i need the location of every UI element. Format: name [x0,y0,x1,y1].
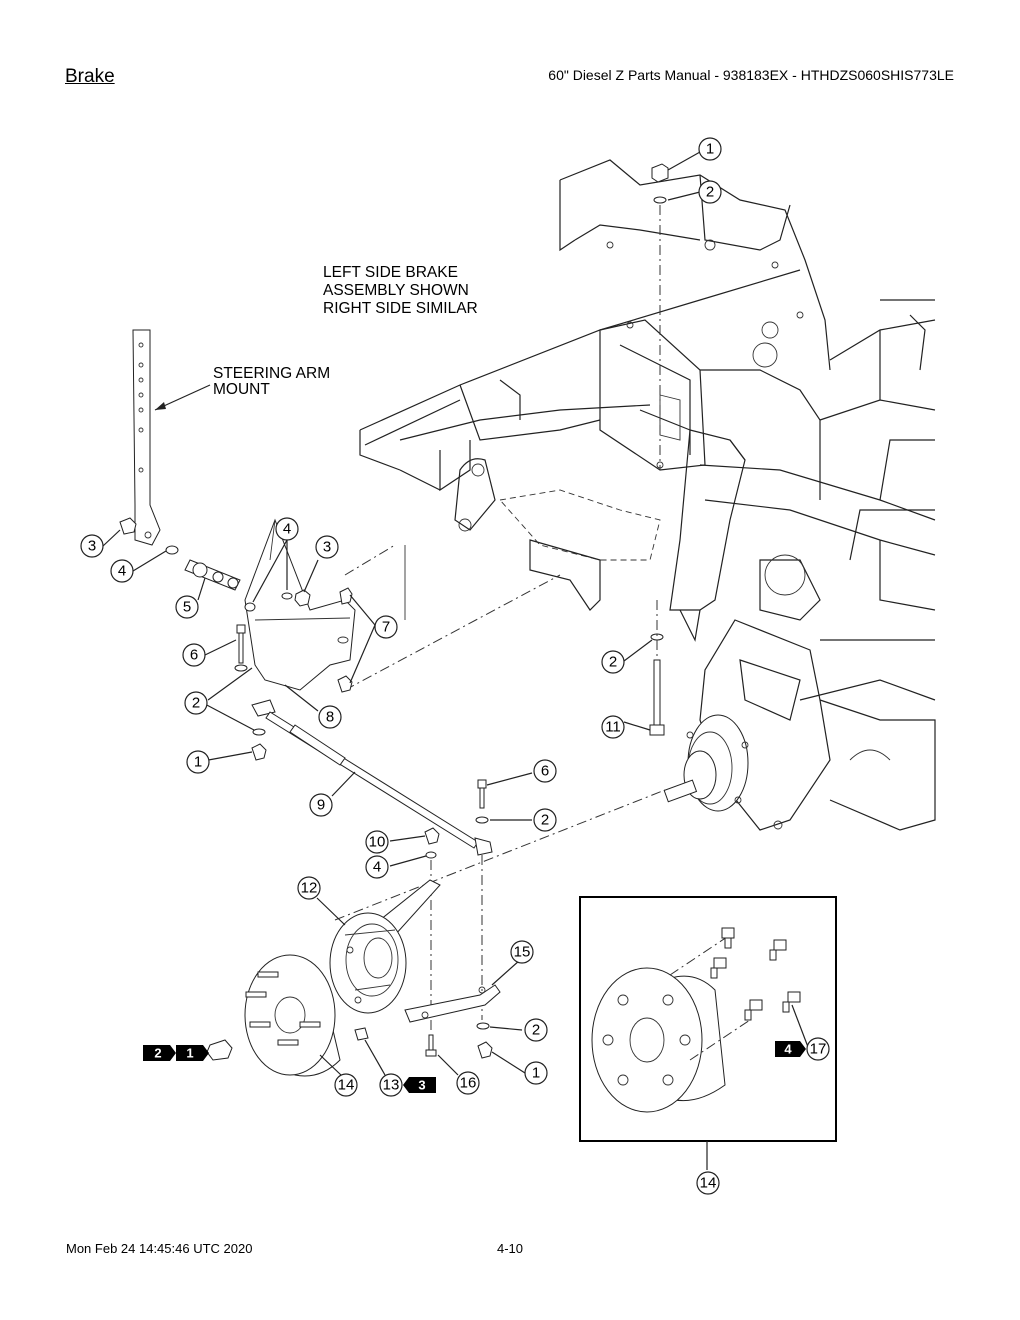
wheel-motor [663,619,936,831]
callout-1-top: 1 [698,137,722,161]
svg-text:6: 6 [190,647,198,664]
callout-17: 17 [806,1037,830,1061]
callout-13: 13 [379,1073,403,1097]
callout-2-right: 2 [533,808,557,832]
callout-leaders [102,151,809,1170]
callout-14-detail: 14 [696,1171,720,1195]
brake-drum [206,954,341,1077]
steering-arm-mount [132,329,161,546]
drum-detail-inset [579,896,837,1142]
svg-text:4: 4 [784,1042,792,1057]
manual-title: 60" Diesel Z Parts Manual - 938183EX - H… [548,67,954,83]
svg-text:6: 6 [541,763,549,780]
hardware [119,163,669,1059]
callout-12: 12 [297,876,321,900]
tag-2: 2 [143,1045,176,1061]
svg-text:2: 2 [609,654,617,671]
svg-text:4: 4 [118,563,126,580]
footer-timestamp: Mon Feb 24 14:45:46 UTC 2020 [66,1241,253,1256]
callout-10: 10 [365,830,389,854]
svg-text:1: 1 [194,754,202,771]
callout-2-bottom: 2 [524,1018,548,1042]
callout-7: 7 [374,615,398,639]
callout-4-left: 4 [110,559,134,583]
svg-text:2: 2 [532,1022,540,1039]
chassis-frame [359,159,936,701]
callout-4-bracket: 4 [275,517,299,541]
callout-16: 16 [456,1071,480,1095]
brake-arm [404,984,501,1023]
callouts: 1 2 3 4 5 4 3 7 6 2 2 8 11 1 6 9 2 10 4 … [80,137,830,1195]
callout-6-left: 6 [182,643,206,667]
note-left-side-line1: LEFT SIDE BRAKE [323,264,458,281]
callout-4-arm: 4 [365,855,389,879]
svg-text:5: 5 [183,599,191,616]
svg-text:13: 13 [383,1077,400,1094]
svg-text:4: 4 [373,859,381,876]
svg-text:9: 9 [317,797,325,814]
svg-text:2: 2 [706,184,714,201]
note-steering-line1: STEERING ARM [213,365,330,382]
tag-3: 3 [403,1077,436,1093]
svg-text:2: 2 [541,812,549,829]
svg-text:8: 8 [326,709,334,726]
page-title: Brake [65,66,115,87]
note-left-side-line2: ASSEMBLY SHOWN [323,282,469,299]
callout-1-bottom: 1 [524,1061,548,1085]
callout-14-main: 14 [334,1073,358,1097]
svg-text:11: 11 [605,719,621,736]
svg-text:14: 14 [700,1175,717,1192]
svg-text:3: 3 [418,1078,425,1093]
svg-text:7: 7 [382,619,390,636]
svg-text:3: 3 [88,538,96,555]
brake-bracket [244,518,561,691]
callout-2-top: 2 [698,180,722,204]
callout-3-left: 3 [80,534,104,558]
svg-text:1: 1 [532,1065,540,1082]
svg-text:3: 3 [323,539,331,556]
callout-15: 15 [510,940,534,964]
callout-2-left: 2 [184,691,208,715]
callout-5: 5 [175,595,199,619]
callout-3-bracket: 3 [315,535,339,559]
svg-text:10: 10 [369,834,386,851]
svg-text:1: 1 [186,1046,193,1061]
svg-text:15: 15 [514,944,531,961]
footer-page-number: 4-10 [497,1241,524,1256]
svg-text:1: 1 [706,141,714,158]
tag-4: 4 [775,1041,806,1057]
callout-9: 9 [309,793,333,817]
callout-11: 11 [601,715,625,739]
reference-tags: 2 1 3 4 [143,1041,806,1093]
svg-text:2: 2 [192,695,200,712]
callout-8: 8 [318,705,342,729]
svg-text:17: 17 [810,1041,827,1058]
note-steering-line2: MOUNT [213,381,270,398]
callout-1-left: 1 [186,750,210,774]
svg-text:4: 4 [283,521,291,538]
svg-text:12: 12 [301,880,318,897]
svg-text:2: 2 [154,1046,161,1061]
brake-shoe-assembly [329,879,441,1014]
svg-text:14: 14 [338,1077,355,1094]
svg-text:16: 16 [460,1075,477,1092]
callout-6-right: 6 [533,759,557,783]
tag-1: 1 [176,1045,209,1061]
note-left-side-line3: RIGHT SIDE SIMILAR [323,300,478,317]
steering-arrowhead [155,402,166,410]
callout-2-motor: 2 [601,650,625,674]
